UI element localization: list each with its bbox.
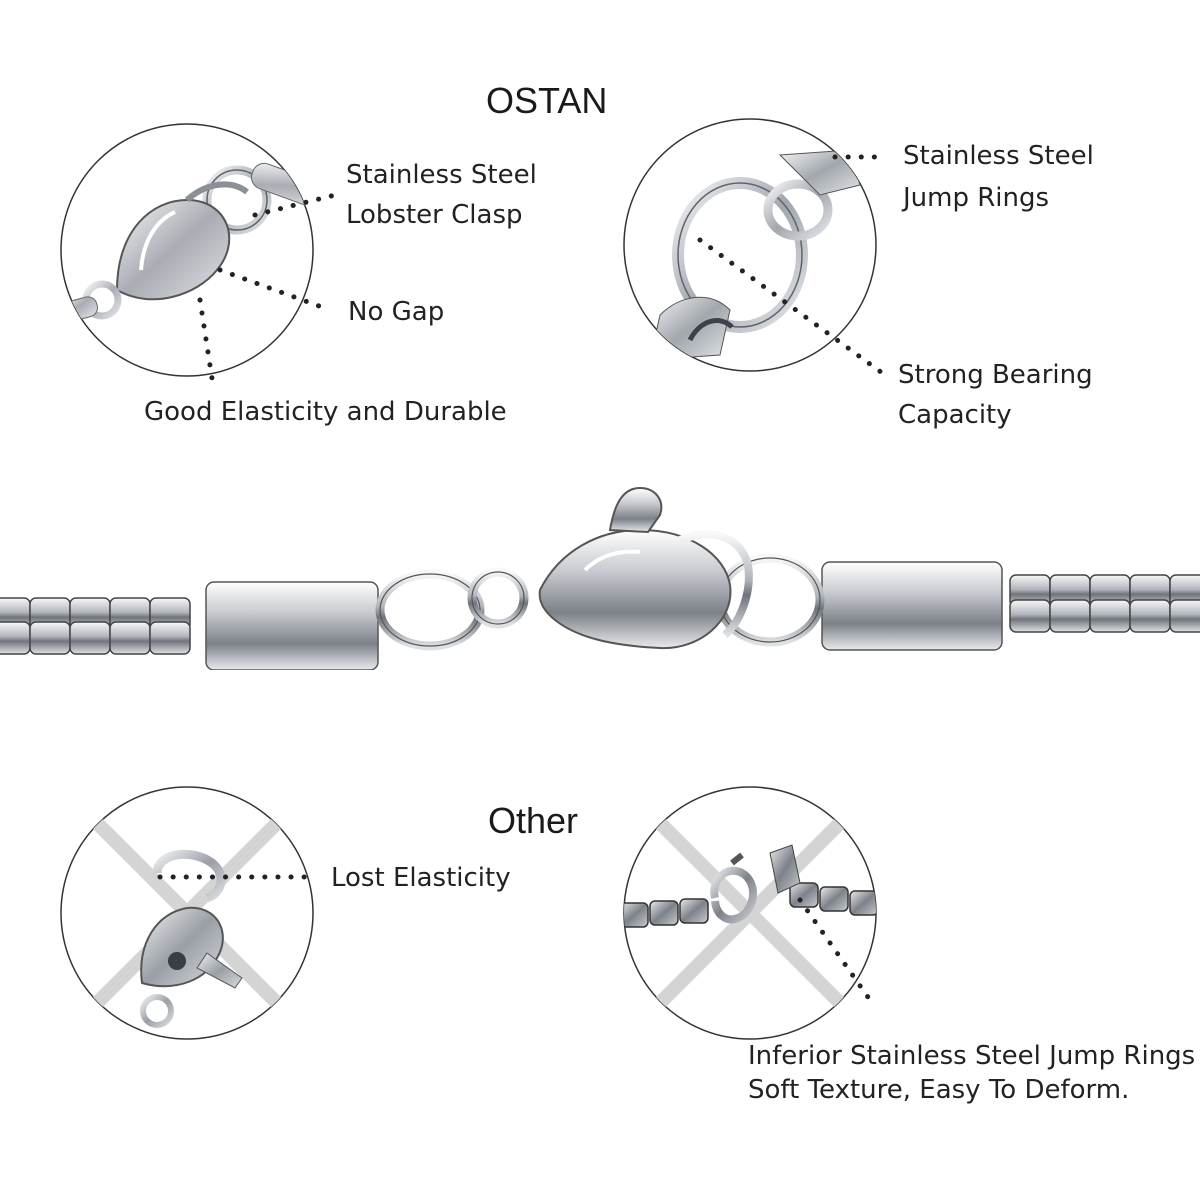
chain-necklace-icon xyxy=(0,486,1200,670)
inferior-rings-label-line2: Soft Texture, Easy To Deform. xyxy=(748,1074,1130,1105)
lobster-clasp-detail-icon xyxy=(60,123,314,377)
bearing-capacity-label-line2: Capacity xyxy=(898,400,1012,431)
deformed-jump-ring-icon xyxy=(623,786,877,1040)
ostan-heading: OSTAN xyxy=(486,80,608,121)
elasticity-label: Good Elasticity and Durable xyxy=(144,397,507,427)
bearing-capacity-label-line1: Strong Bearing xyxy=(898,360,1093,390)
lobster-clasp-label: Stainless Steel Lobster Clasp xyxy=(346,155,537,236)
jump-rings-label-line1: Stainless Steel xyxy=(903,141,1094,171)
inferior-rings-label-line1: Inferior Stainless Steel Jump Rings xyxy=(748,1041,1196,1071)
deformed-clasp-icon xyxy=(60,786,314,1040)
lost-elasticity-label: Lost Elasticity xyxy=(331,863,511,893)
jump-rings-label: Stainless Steel Jump Rings xyxy=(903,136,1094,219)
bearing-capacity-label: Strong Bearing Capacity xyxy=(898,355,1093,436)
jump-ring-detail-icon xyxy=(623,118,877,372)
no-gap-label: No Gap xyxy=(348,297,445,327)
inferior-rings-label: Inferior Stainless Steel Jump Rings Soft… xyxy=(748,1040,1195,1108)
jump-rings-label-line2: Jump Rings xyxy=(903,183,1050,214)
other-heading: Other xyxy=(488,800,579,841)
lobster-clasp-label-line1: Stainless Steel xyxy=(346,160,537,190)
lobster-clasp-label-line2: Lobster Clasp xyxy=(346,200,523,231)
